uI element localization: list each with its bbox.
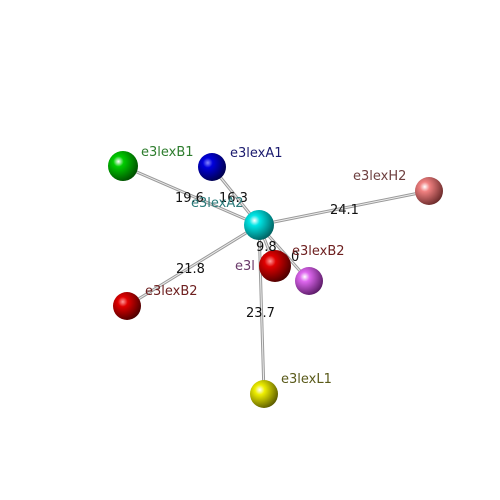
atom-label-a1: e3lexA1 [230, 146, 283, 161]
atom-label-b2-far: e3lexB2 [145, 284, 198, 299]
distance-label-h2: 24.1 [330, 203, 359, 218]
distance-label-b2-near: 9.8 [256, 240, 277, 255]
atom-e3lexA2-center[interactable] [244, 210, 274, 240]
atom-label-b1: e3lexB1 [141, 145, 194, 160]
atom-labels: e3lexB1 e3lexA1 e3lexA2 e3lexH2 e3lexB2 … [141, 145, 406, 387]
atom-label-l1: e3lexL1 [281, 372, 332, 387]
distance-label-a1: 16.3 [219, 191, 248, 206]
distance-label-b1: 19.6 [175, 191, 204, 206]
bond-center-l1 [257, 223, 266, 396]
bond-center-h2 [257, 189, 431, 227]
bond-center-b2-far [125, 223, 261, 308]
bond-center-b1 [121, 164, 261, 227]
atom-label-center: e3lexA2 [191, 196, 244, 211]
atoms [108, 151, 443, 408]
atom-e3lexB2-near[interactable] [259, 250, 291, 282]
atom-label-h2: e3lexH2 [353, 169, 406, 184]
distance-label-b2-far: 21.8 [176, 262, 205, 277]
distance-label-violet: 0 [291, 250, 299, 265]
atom-e3lexB1[interactable] [108, 151, 138, 181]
atom-e3lexA1[interactable] [198, 153, 226, 181]
distance-labels: 19.6 16.3 24.1 21.8 9.8 0 23.7 [175, 191, 359, 321]
atom-label-b2-near: e3lexB2 [292, 244, 345, 259]
atom-label-violet: e3l [235, 259, 255, 274]
atom-e3lexH2[interactable] [415, 177, 443, 205]
atom-violet[interactable] [295, 267, 323, 295]
atom-e3lexL1[interactable] [250, 380, 278, 408]
atom-e3lexB2-far[interactable] [113, 292, 141, 320]
distance-label-l1: 23.7 [246, 306, 275, 321]
